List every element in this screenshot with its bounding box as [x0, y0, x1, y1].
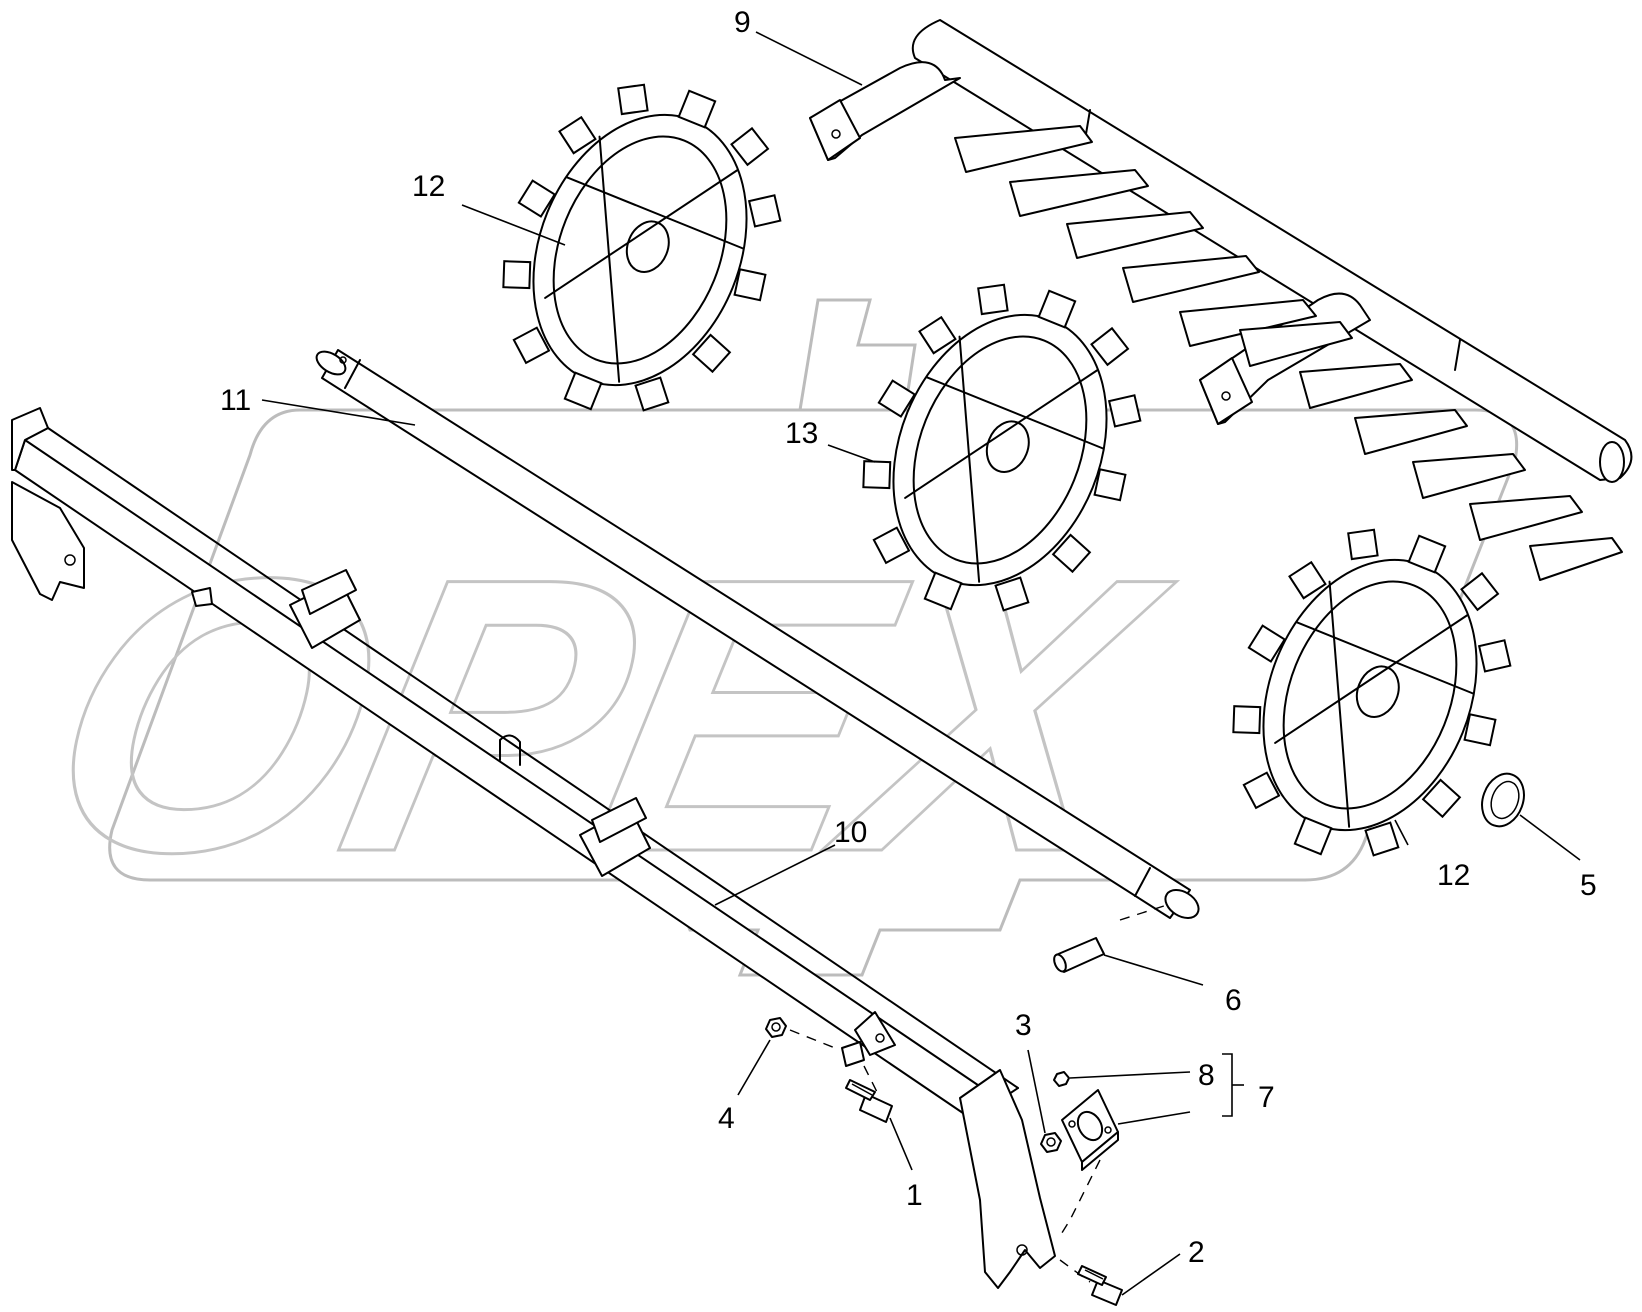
tines — [954, 125, 1623, 581]
callout-1: 1 — [906, 1179, 923, 1212]
callout-10: 10 — [834, 816, 867, 849]
pin-part-6 — [1053, 937, 1105, 973]
callout-9: 9 — [734, 6, 751, 39]
frame-u-bolt — [499, 734, 521, 766]
sprocket-wheel-lower-part-12 — [1232, 528, 1512, 857]
watermark-gear-top — [798, 298, 917, 411]
assembly-lines — [789, 903, 1171, 1283]
tine-bar-part-9 — [809, 19, 1633, 581]
watermark-badge-outline — [108, 408, 1519, 977]
callout-7: 7 — [1258, 1081, 1275, 1114]
callout-2: 2 — [1188, 1236, 1205, 1269]
bolt-part-1 — [845, 1079, 893, 1123]
shaft-part-11 — [315, 349, 1200, 919]
callout-11: 11 — [220, 384, 251, 417]
nut-part-3 — [1040, 1132, 1062, 1153]
frame-left-end-plate — [11, 481, 85, 601]
callout-6: 6 — [1225, 984, 1242, 1017]
callout-5: 5 — [1580, 869, 1597, 902]
bearing-flange-part-7 — [1061, 1089, 1119, 1171]
bolt-part-2 — [1077, 1265, 1123, 1306]
callout-3: 3 — [1015, 1009, 1032, 1042]
callout-12-upper: 12 — [412, 170, 445, 203]
callout-8: 8 — [1198, 1059, 1215, 1092]
ring-part-5 — [1481, 772, 1525, 828]
sprocket-wheel-middle-part-13 — [862, 283, 1142, 612]
frame-beam-part-10 — [11, 407, 1056, 1289]
callout-13: 13 — [785, 417, 818, 450]
frame-right-bracket — [854, 1011, 896, 1056]
bracket-parts-7-8 — [1222, 1053, 1233, 1117]
callout-4: 4 — [718, 1102, 735, 1135]
callout-12-lower: 12 — [1437, 859, 1470, 892]
small-nut-part-8 — [1053, 1071, 1070, 1087]
callout-labels: 9 12 11 13 10 12 5 6 3 8 7 4 1 2 — [220, 6, 1597, 1269]
frame-right-end-plate — [959, 1069, 1056, 1289]
leader-lines — [261, 31, 1581, 1296]
sprocket-wheel-upper-part-12 — [502, 83, 782, 412]
nut-part-4 — [765, 1017, 787, 1038]
